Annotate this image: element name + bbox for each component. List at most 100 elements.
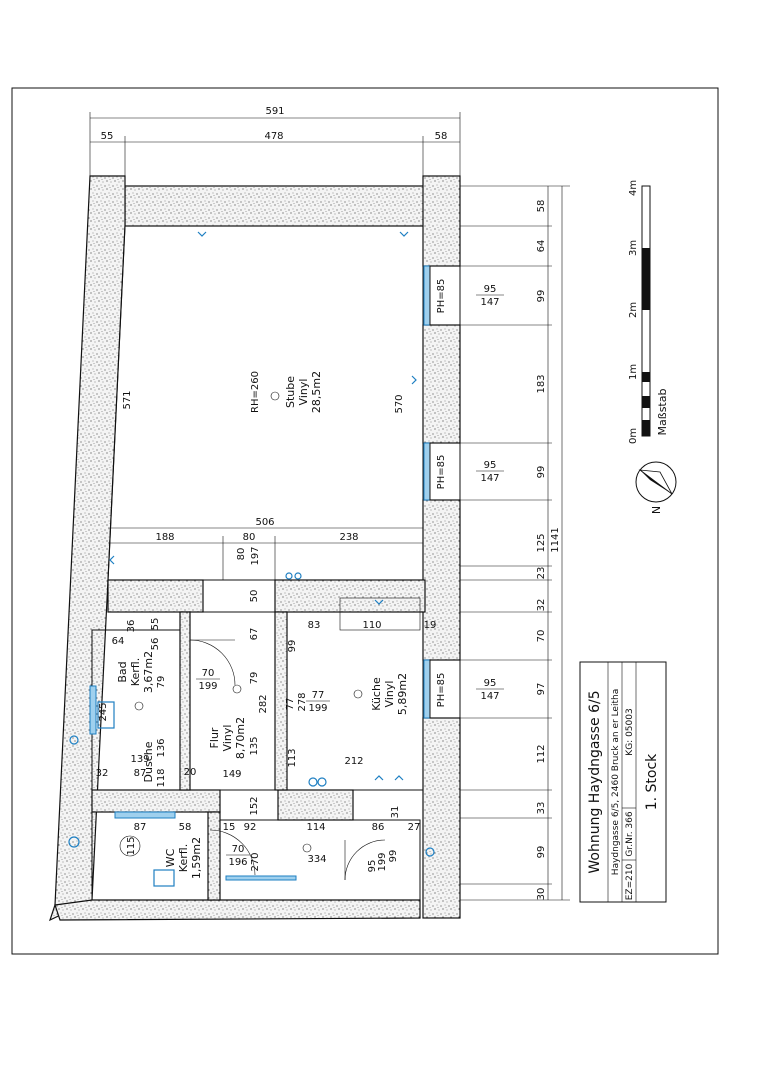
dim-64: 64 — [112, 636, 125, 647]
dim-right-97: 97 — [536, 683, 547, 696]
dim-278: 278 — [297, 692, 308, 711]
room-flur-name: Flur — [208, 727, 221, 748]
dim-stube-b2: 80 — [243, 532, 256, 543]
dim-stube-b3: 238 — [339, 532, 358, 543]
dim-282: 282 — [258, 694, 269, 713]
outlet-kitchen-icon — [374, 599, 384, 605]
bad-center-marker — [134, 701, 144, 711]
dims-top: 591 55 478 58 — [89, 106, 461, 180]
dim-95: 95 — [367, 860, 378, 873]
dim-55: 55 — [150, 618, 161, 631]
dim-right-99b: 99 — [536, 466, 547, 479]
window-2-w: 95 — [484, 460, 497, 471]
room-kueche-outline — [286, 611, 424, 791]
room-flur-floor: Vinyl — [221, 725, 234, 752]
switch-icon — [285, 572, 293, 580]
room-labels: RH=260 Stube Vinyl 28,5m2 Küche Vinyl 5,… — [116, 371, 409, 879]
scale-tick-0: 0m — [628, 428, 639, 444]
dim-77a: 77 — [285, 698, 296, 711]
address-text: Haydngasse 6/5, 2460 Bruck an er Leitha — [611, 689, 621, 875]
scale-label: Maßstab — [656, 389, 669, 436]
switch-icon — [294, 572, 302, 580]
dim-top-right: 58 — [435, 131, 448, 142]
dim-99: 99 — [287, 640, 298, 653]
room-bad-name: Bad — [116, 661, 129, 682]
dim-77b: 77 — [312, 690, 325, 701]
dim-56: 56 — [150, 638, 161, 651]
dim-top-middle: 478 — [264, 131, 283, 142]
dim-79: 79 — [249, 672, 260, 685]
dim-stube-right: 570 — [394, 394, 405, 413]
room-bad-floor: Kerfl. — [129, 658, 142, 686]
fan-icon — [68, 836, 80, 848]
dim-31: 31 — [390, 806, 401, 819]
dim-right-70: 70 — [536, 630, 547, 643]
dim-50: 50 — [249, 590, 260, 603]
outlet-kitchen-icon — [374, 775, 384, 781]
dim-door1-h: 197 — [250, 546, 261, 565]
scale-tick-3: 3m — [628, 240, 639, 256]
dim-right-125: 125 — [536, 533, 547, 552]
dim-20: 20 — [184, 767, 197, 778]
dim-15: 15 — [223, 822, 236, 833]
scale-tick-4: 4m — [628, 180, 639, 196]
dim-stube-left: 571 — [122, 390, 133, 409]
dim-58: 58 — [179, 822, 192, 833]
dim-67: 67 — [249, 628, 260, 641]
dim-196: 196 — [228, 857, 247, 868]
dim-114: 114 — [306, 822, 325, 833]
kueche-center-marker — [353, 689, 363, 699]
bad-sink — [97, 701, 115, 729]
dim-136: 136 — [156, 738, 167, 757]
outlet-kitchen-icon — [394, 775, 404, 781]
wc-toilet — [119, 835, 141, 857]
room-dusche-name: Dusche — [142, 741, 155, 782]
dim-113: 113 — [287, 748, 298, 767]
window-1-ph: PH=85 — [436, 279, 447, 314]
north-label: N — [650, 506, 663, 514]
room-stube-outline — [107, 225, 424, 581]
floor-text: 1. Stock — [644, 753, 660, 810]
title-block: Wohnung Haydngasse 6/5 Haydngasse 6/5, 2… — [579, 661, 667, 903]
dims-right: 58 64 99 183 99 125 23 32 70 97 112 33 9… — [460, 185, 570, 900]
room-stube-height: RH=260 — [250, 371, 261, 413]
kg-text: KG: 05003 — [625, 708, 635, 755]
dim-right-32: 32 — [536, 599, 547, 612]
dim-door1-w: 80 — [236, 548, 247, 561]
dim-212: 212 — [344, 756, 363, 767]
room-stube-name: Stube — [284, 376, 297, 408]
door-swings — [189, 639, 386, 881]
dim-top-total: 591 — [265, 106, 284, 117]
window-3-h: 147 — [480, 691, 499, 702]
walls — [48, 175, 461, 922]
wc-window — [114, 811, 176, 819]
dim-70a: 70 — [202, 668, 215, 679]
outlet-icon — [317, 777, 327, 787]
dim-right-total: 1141 — [550, 527, 561, 552]
dim-right-99a: 99 — [536, 290, 547, 303]
room-wc-floor: Kerfl. — [177, 844, 190, 872]
outlet-left-icon — [109, 555, 115, 565]
scale-tick-2: 2m — [628, 302, 639, 318]
dim-79b: 79 — [156, 676, 167, 689]
window-2-ph: PH=85 — [436, 455, 447, 490]
dim-92: 92 — [244, 822, 257, 833]
room-kueche-area: 5,89m2 — [396, 673, 409, 715]
kitchen-counter — [339, 597, 421, 631]
dim-110: 110 — [362, 620, 381, 631]
dim-36: 36 — [126, 620, 137, 633]
dim-245: 245 — [98, 702, 109, 721]
north-arrow-icon: N — [635, 461, 677, 514]
dim-right-99c: 99 — [536, 846, 547, 859]
dim-83: 83 — [308, 620, 321, 631]
dim-99b: 99 — [388, 850, 399, 863]
window-labels: PH=85 PH=85 PH=85 95 147 95 147 95 147 — [436, 279, 504, 707]
room-kueche-floor: Vinyl — [383, 681, 396, 708]
dim-stube-bottom: 506 — [255, 517, 274, 528]
dim-135: 135 — [249, 736, 260, 755]
dim-right-112: 112 — [536, 744, 547, 763]
dim-right-64: 64 — [536, 240, 547, 253]
room-flur-area: 8,70m2 — [234, 717, 247, 759]
window-1-h: 147 — [480, 297, 499, 308]
